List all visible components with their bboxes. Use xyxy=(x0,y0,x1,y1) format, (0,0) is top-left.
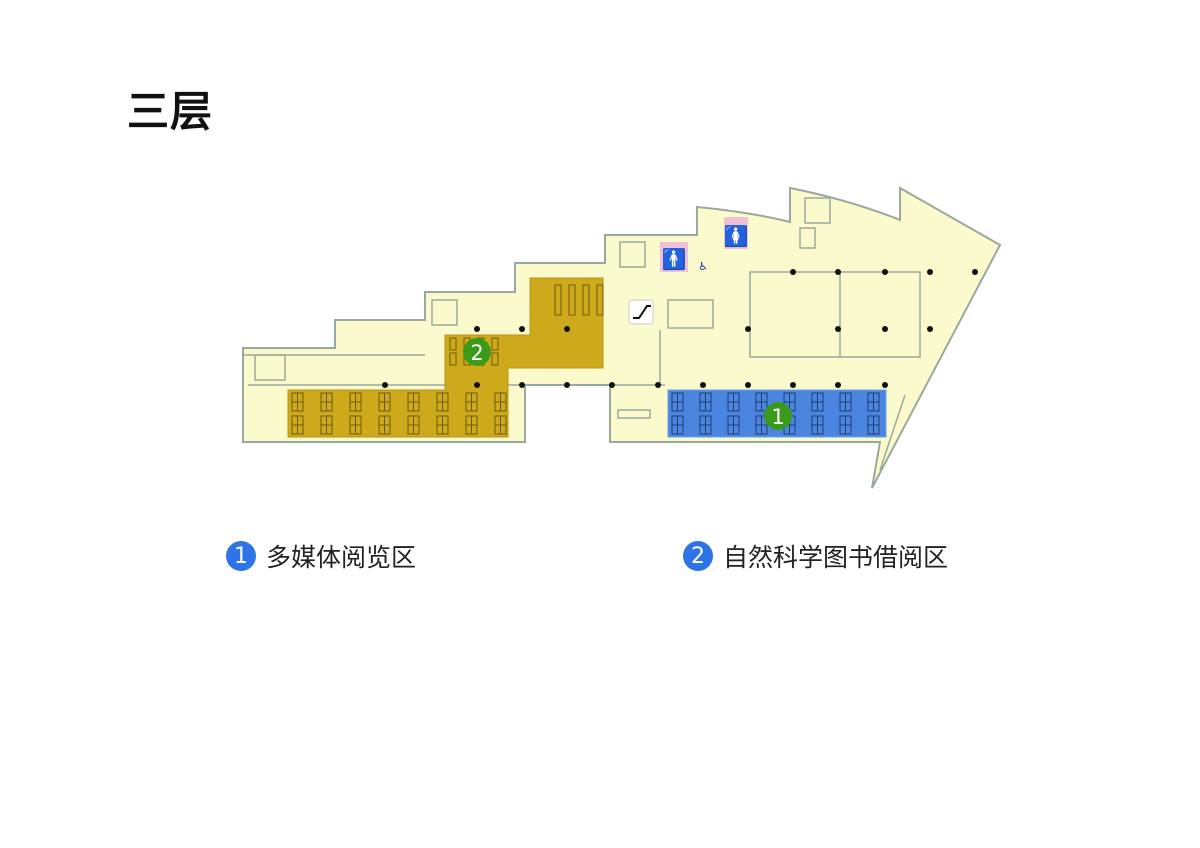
zone-2-shelves xyxy=(291,284,604,435)
shelf xyxy=(449,352,457,366)
column xyxy=(474,326,480,332)
column xyxy=(790,269,796,275)
column xyxy=(882,382,888,388)
accessible-icon: ♿ xyxy=(698,260,708,273)
legend-item-1: 1 多媒体阅览区 xyxy=(226,538,416,574)
shelf xyxy=(582,284,590,316)
legend-number-badge: 2 xyxy=(683,541,713,571)
shelf xyxy=(554,284,562,316)
column xyxy=(564,382,570,388)
womens-restroom xyxy=(724,217,748,249)
floor-outline xyxy=(242,186,1002,489)
mens-restroom xyxy=(660,242,688,272)
column xyxy=(927,326,933,332)
column xyxy=(835,269,841,275)
legend-number-badge: 1 xyxy=(226,541,256,571)
column xyxy=(745,326,751,332)
shelf xyxy=(449,337,457,351)
column xyxy=(927,269,933,275)
column xyxy=(519,326,525,332)
columns xyxy=(382,269,978,388)
legend-item-2: 2 自然科学图书借阅区 xyxy=(683,538,948,574)
column xyxy=(745,382,751,388)
shelf xyxy=(596,284,604,316)
zone-2-badge-number: 2 xyxy=(470,341,483,365)
zone-2-badge[interactable] xyxy=(463,338,491,366)
escalator-icon xyxy=(628,299,654,325)
column xyxy=(474,382,480,388)
column xyxy=(835,382,841,388)
column xyxy=(972,269,978,275)
zone-1-badge-number: 1 xyxy=(771,405,784,429)
column xyxy=(835,326,841,332)
column xyxy=(564,326,570,332)
zone-1-badge[interactable] xyxy=(764,402,792,430)
column xyxy=(790,382,796,388)
column xyxy=(882,269,888,275)
legend-label: 多媒体阅览区 xyxy=(266,543,417,572)
column xyxy=(519,382,525,388)
legend-label: 自然科学图书借阅区 xyxy=(723,543,949,572)
shelf xyxy=(491,337,499,351)
column xyxy=(882,326,888,332)
shelf xyxy=(491,352,499,366)
womens-restroom-icon: 🚺 xyxy=(724,224,749,248)
shelf xyxy=(568,284,576,316)
column xyxy=(655,382,661,388)
column xyxy=(382,382,388,388)
page-title: 三层 xyxy=(127,87,214,136)
interior-walls xyxy=(243,197,921,471)
zone-1-shelves xyxy=(671,392,880,435)
column xyxy=(609,382,615,388)
column xyxy=(700,382,706,388)
zone-2-area[interactable] xyxy=(287,277,604,438)
mens-restroom-icon: 🚹 xyxy=(662,247,687,271)
